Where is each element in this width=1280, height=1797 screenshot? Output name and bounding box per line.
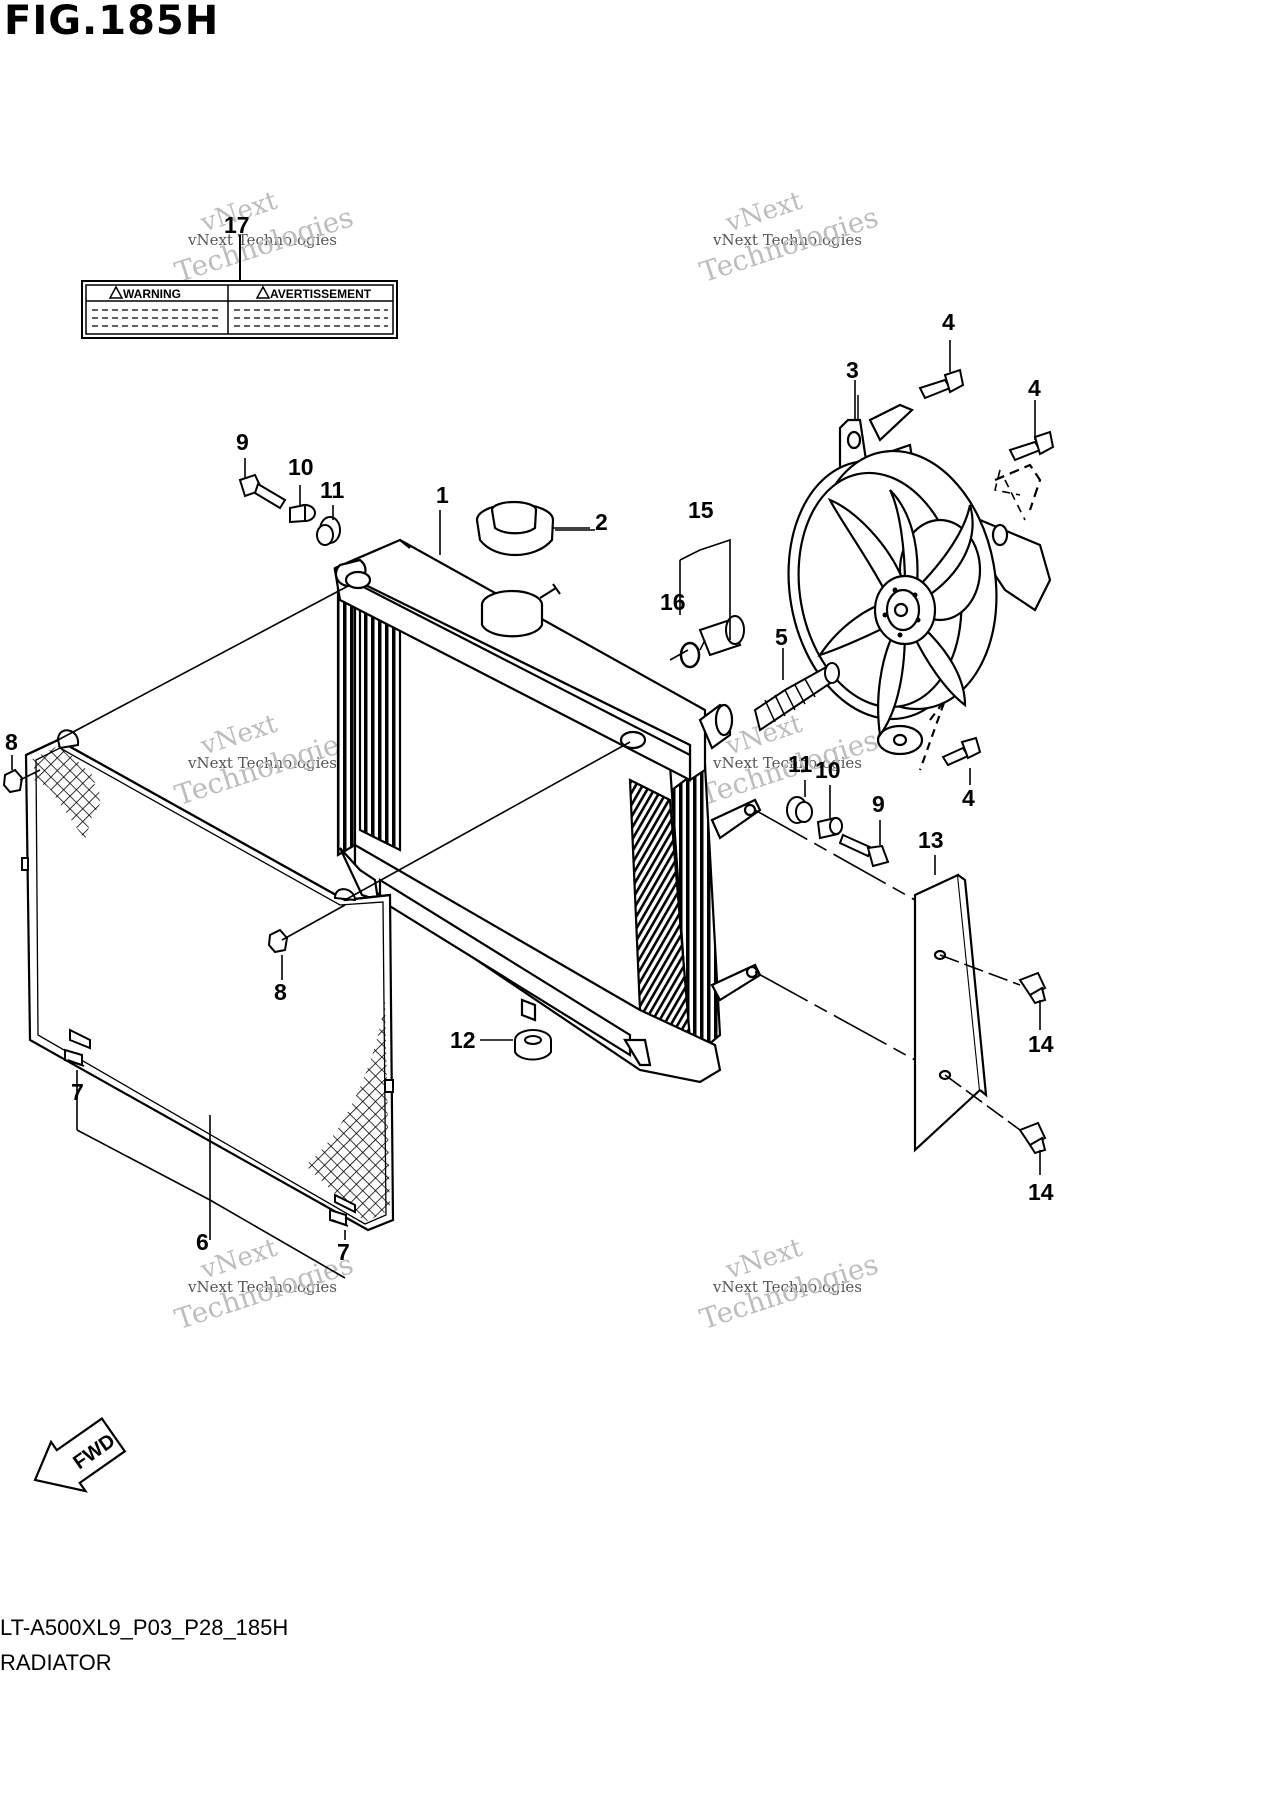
callout-13: 13 [918,827,944,853]
watermark-text: vNext Technologies [712,754,862,772]
callout-4-right: 4 [1028,375,1041,401]
callout-11-low: 11 [788,751,813,777]
callout-17: 17 [224,212,250,238]
warning-triangle-icon [108,285,271,299]
warning-label-sticker: WARNING AVERTISSEMENT [81,235,398,339]
fwd-arrow-icon: FWD [33,1417,127,1493]
watermark-text: vNext Technologies [187,754,337,772]
radiator-screen [2,729,395,1232]
callout-16: 16 [660,589,686,615]
warning-label-left: WARNING [123,287,181,301]
callout-1: 1 [436,482,449,508]
fasteners [238,368,1055,1155]
callout-7-right: 7 [337,1239,350,1265]
callout-4-low: 4 [962,785,975,811]
figure-code: LT-A500XL9_P03_P28_185H [0,1615,289,1640]
callout-11-top: 11 [320,477,345,503]
callout-14-top: 14 [1028,1031,1054,1057]
figure-name: RADIATOR [0,1650,112,1675]
callout-labels: 1 2 3 4 4 4 5 6 7 7 8 8 9 9 10 10 11 11 … [5,212,1054,1265]
callout-9-top: 9 [236,429,249,455]
callout-12: 12 [450,1027,476,1053]
cooling-fan-assembly [787,395,1052,771]
callout-8-top: 8 [5,729,18,755]
warning-label-right: AVERTISSEMENT [270,287,372,301]
figure-title: FIG.185H [4,0,220,44]
thermo-switch-hose [679,615,840,732]
callout-10-low: 10 [815,757,841,783]
callout-7-left: 7 [71,1079,84,1105]
callout-5: 5 [775,624,788,650]
clip-icon [64,1048,349,1227]
callout-8-low: 8 [274,979,287,1005]
callout-14-low: 14 [1028,1179,1054,1205]
side-cover-plate [913,873,988,1153]
watermark-text: vNext Technologies [712,231,862,249]
callout-3: 3 [846,357,859,383]
callout-9-low: 9 [872,791,885,817]
radiator-cap [475,500,595,557]
callout-4-top: 4 [942,309,955,335]
watermark-text: vNext Technologies [187,231,337,249]
callout-6: 6 [196,1229,209,1255]
callout-10-top: 10 [288,454,314,480]
callout-2: 2 [595,509,608,535]
radiator-core [333,538,762,1084]
callout-15: 15 [688,497,714,523]
watermark-text: vNext Technologies [187,1278,337,1296]
leader-lines [11,340,1041,1279]
watermark-text: vNext Technologies [712,1278,862,1296]
